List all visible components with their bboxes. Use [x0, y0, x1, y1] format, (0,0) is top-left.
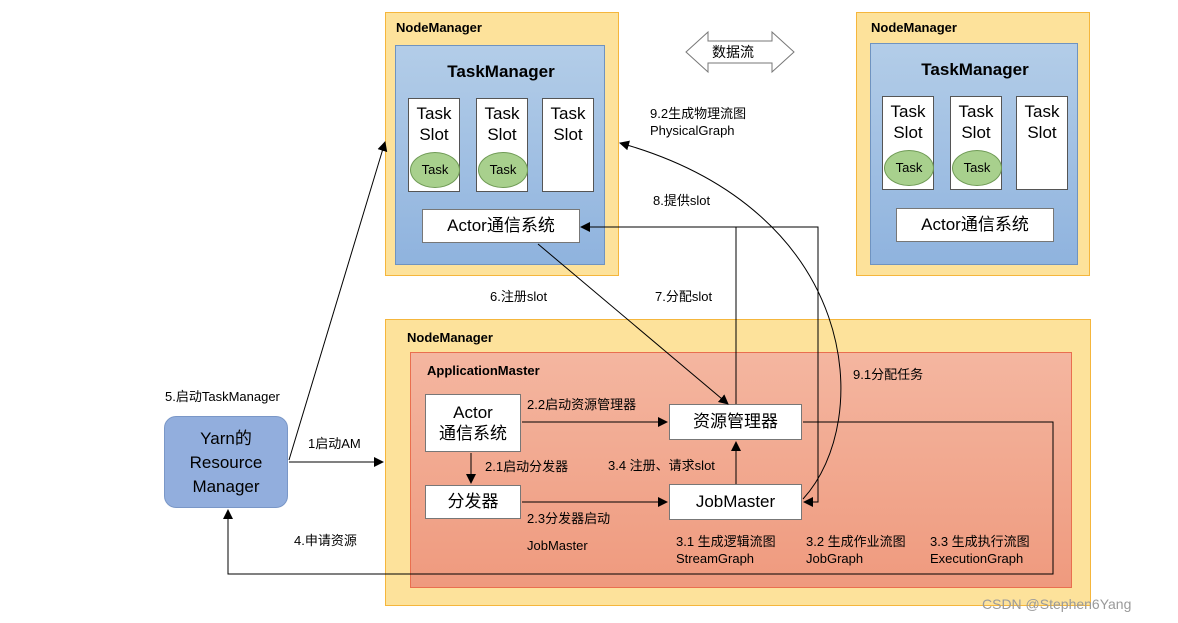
dispatcher-box: 分发器 — [425, 485, 521, 519]
task-slot: Task Slot Task — [476, 98, 528, 192]
arrow-8-offer-slot — [582, 226, 819, 507]
step-3-1-sub-label: StreamGraph — [676, 551, 755, 566]
watermark: CSDN @Stephen6Yang — [982, 596, 1132, 612]
actor-comm-line1: Actor — [453, 403, 493, 422]
data-flow-arrow — [685, 30, 795, 74]
actor-comm-box: Actor 通信系统 — [425, 394, 521, 452]
task-slot: Task Slot Task — [950, 96, 1002, 190]
step-1-label: 1启动AM — [308, 436, 361, 451]
actor-system-box: Actor通信系统 — [896, 208, 1054, 242]
task-slot-word: Slot — [487, 125, 517, 144]
arrow-4-request-resources — [223, 421, 1054, 575]
step-4-label: 4.申请资源 — [294, 533, 357, 548]
step-3-3-sub-label: ExecutionGraph — [930, 551, 1024, 566]
task-slot-word: Slot — [553, 125, 583, 144]
step-3-1-label: 3.1 生成逻辑流图 — [676, 534, 776, 549]
task-manager-right: TaskManager Task Slot Task Task Slot Tas… — [870, 43, 1078, 265]
task-slot-word: Task — [890, 102, 926, 121]
task-slot-word: Task — [416, 104, 452, 123]
step-7-label: 7.分配slot — [655, 289, 713, 304]
arrow-5-start-taskmanager — [288, 141, 388, 461]
yarn-rm-line3: Manager — [192, 477, 260, 496]
task-slot-word: Task — [550, 104, 586, 123]
step-2-3-sub-label: JobMaster — [527, 538, 588, 553]
step-9-1-label: 9.1分配任务 — [853, 367, 924, 382]
task-slot: Task Slot Task — [882, 96, 934, 190]
step-9-2-sub-label: PhysicalGraph — [650, 123, 735, 138]
task-circle: Task — [410, 152, 460, 188]
application-master: ApplicationMaster — [410, 352, 1072, 588]
step-3-2-sub-label: JobGraph — [806, 551, 864, 566]
step-3-4-label: 3.4 注册、请求slot — [608, 458, 715, 473]
task-slot-word: Slot — [419, 125, 449, 144]
task-manager-left: TaskManager Task Slot Task Task Slot Tas… — [395, 45, 605, 265]
yarn-rm-line1: Yarn的 — [200, 429, 252, 448]
task-slot: Task Slot — [542, 98, 594, 192]
step-2-2-label: 2.2启动资源管理器 — [527, 397, 637, 412]
node-manager-top-left: NodeManager TaskManager Task Slot Task T… — [385, 12, 619, 276]
step-3-3-label: 3.3 生成执行流图 — [930, 534, 1030, 549]
application-master-title: ApplicationMaster — [427, 363, 540, 378]
node-manager-top-right: NodeManager TaskManager Task Slot Task T… — [856, 12, 1090, 276]
step-3-2-label: 3.2 生成作业流图 — [806, 534, 906, 549]
step-2-1-label: 2.1启动分发器 — [485, 459, 569, 474]
node-manager-title: NodeManager — [407, 330, 493, 345]
task-slot-word: Task — [484, 104, 520, 123]
step-8-label: 8.提供slot — [653, 193, 711, 208]
resource-manager-box: 资源管理器 — [669, 404, 802, 440]
node-manager-bottom: NodeManager ApplicationMaster — [385, 319, 1091, 606]
actor-system-box: Actor通信系统 — [422, 209, 580, 243]
node-manager-title: NodeManager — [396, 20, 482, 35]
task-circle: Task — [478, 152, 528, 188]
step-6-label: 6.注册slot — [490, 289, 548, 304]
task-slot-word: Slot — [1027, 123, 1057, 142]
task-slot-word: Task — [958, 102, 994, 121]
task-manager-title: TaskManager — [447, 62, 555, 81]
task-slot-word: Task — [1024, 102, 1060, 121]
arrow-9-2-physical-graph — [619, 140, 842, 500]
task-slot: Task Slot — [1016, 96, 1068, 190]
task-manager-title: TaskManager — [921, 60, 1029, 79]
task-circle: Task — [952, 150, 1002, 186]
step-2-3-label: 2.3分发器启动 — [527, 511, 611, 526]
yarn-rm-line2: Resource — [189, 453, 263, 472]
step-9-2-label: 9.2生成物理流图 — [650, 106, 747, 121]
node-manager-title: NodeManager — [871, 20, 957, 35]
arrow-6-register-slot — [537, 243, 729, 405]
task-slot-word: Slot — [961, 123, 991, 142]
data-flow-label: 数据流 — [712, 44, 754, 60]
task-slot-word: Slot — [893, 123, 923, 142]
actor-comm-line2: 通信系统 — [439, 424, 507, 443]
task-slot: Task Slot Task — [408, 98, 460, 192]
yarn-resource-manager: Yarn的 Resource Manager — [164, 416, 288, 508]
step-5-label: 5.启动TaskManager — [165, 389, 280, 404]
jobmaster-box: JobMaster — [669, 484, 802, 520]
task-circle: Task — [884, 150, 934, 186]
arrow-7-allocate-slot — [580, 222, 737, 404]
